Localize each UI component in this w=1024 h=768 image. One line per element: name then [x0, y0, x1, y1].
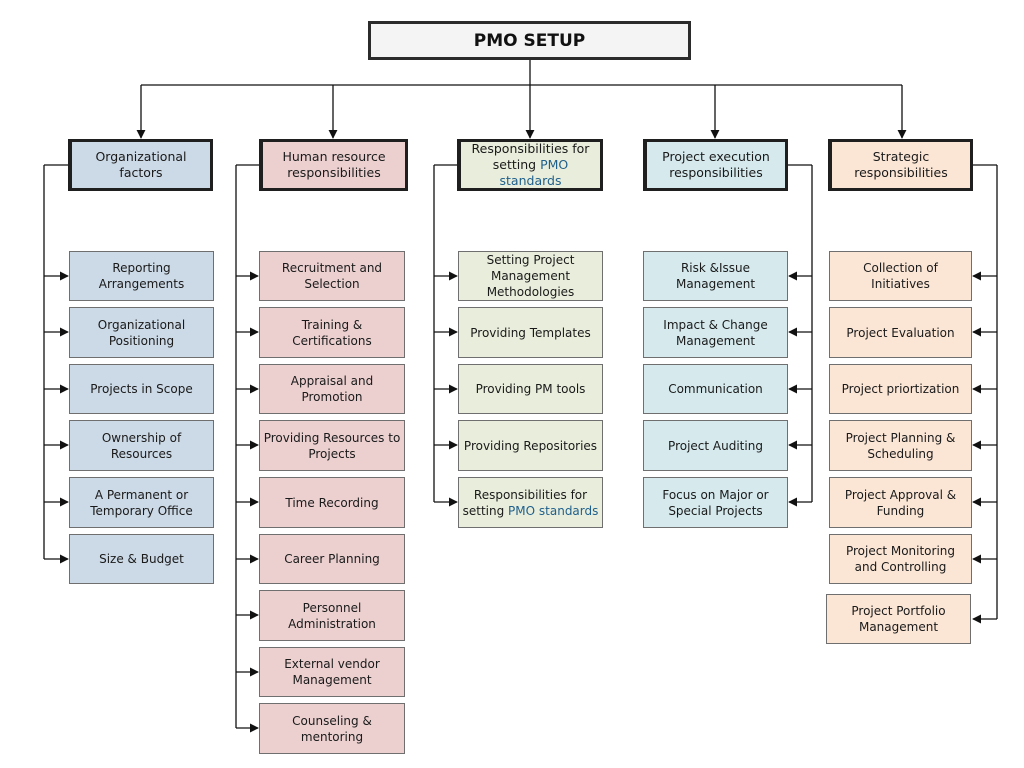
item-training-and-certifications: Training & Certifications — [259, 307, 405, 358]
item-collection-of-initiatives: Collection of Initiatives — [829, 251, 972, 301]
item-providing-resources-to-projects: Providing Resources to Projects — [259, 420, 405, 471]
item-setting-pm-methodologies: Setting Project Management Methodologies — [458, 251, 603, 301]
item-project-monitoring-controlling: Project Monitoring and Controlling — [829, 534, 972, 584]
item-pmo-standards-text: Responsibilities for setting — [462, 487, 588, 518]
item-permanent-or-temporary-office: A Permanent or Temporary Office — [69, 477, 214, 528]
item-providing-pm-tools: Providing PM tools — [458, 364, 603, 414]
header-pmo-standards-highlight: PMO standards — [499, 157, 569, 188]
item-recruitment-and-selection: Recruitment and Selection — [259, 251, 405, 301]
header-project-execution-responsibilities: Project execution responsibilities — [643, 139, 788, 191]
item-providing-repositories: Providing Repositories — [458, 420, 603, 471]
item-project-portfolio-management: Project Portfolio Management — [826, 594, 971, 644]
item-personnel-administration: Personnel Administration — [259, 590, 405, 641]
item-project-planning-scheduling: Project Planning & Scheduling — [829, 420, 972, 471]
item-pmo-standards-highlight: PMO standards — [508, 503, 599, 518]
item-focus-on-major-projects: Focus on Major or Special Projects — [643, 477, 788, 528]
item-providing-templates: Providing Templates — [458, 307, 603, 358]
item-project-evaluation: Project Evaluation — [829, 307, 972, 358]
item-pmo-standards-responsibilities: Responsibilities for setting PMO standar… — [458, 477, 603, 528]
header-human-resource-responsibilities: Human resource responsibilities — [259, 139, 408, 191]
item-risk-issue-management: Risk &Issue Management — [643, 251, 788, 301]
header-pmo-standards-text: Responsibilities for setting — [471, 141, 590, 172]
item-impact-change-management: Impact & Change Management — [643, 307, 788, 358]
pmo-setup-title: PMO SETUP — [368, 21, 691, 60]
item-counseling-and-mentoring: Counseling & mentoring — [259, 703, 405, 754]
header-strategic-responsibilities: Strategic responsibilities — [828, 139, 973, 191]
item-ownership-of-resources: Ownership of Resources — [69, 420, 214, 471]
item-external-vendor-management: External vendor Management — [259, 647, 405, 697]
item-reporting-arrangements: Reporting Arrangements — [69, 251, 214, 301]
item-organizational-positioning: Organizational Positioning — [69, 307, 214, 358]
item-project-auditing: Project Auditing — [643, 420, 788, 471]
item-communication: Communication — [643, 364, 788, 414]
item-projects-in-scope: Projects in Scope — [69, 364, 214, 414]
header-organizational-factors: Organizational factors — [68, 139, 213, 191]
item-time-recording: Time Recording — [259, 477, 405, 528]
header-pmo-standards-responsibilities: Responsibilities for setting PMO standar… — [457, 139, 603, 191]
item-appraisal-and-promotion: Appraisal and Promotion — [259, 364, 405, 414]
item-career-planning: Career Planning — [259, 534, 405, 584]
item-project-prioritization: Project priortization — [829, 364, 972, 414]
item-size-and-budget: Size & Budget — [69, 534, 214, 584]
item-project-approval-funding: Project Approval & Funding — [829, 477, 972, 528]
